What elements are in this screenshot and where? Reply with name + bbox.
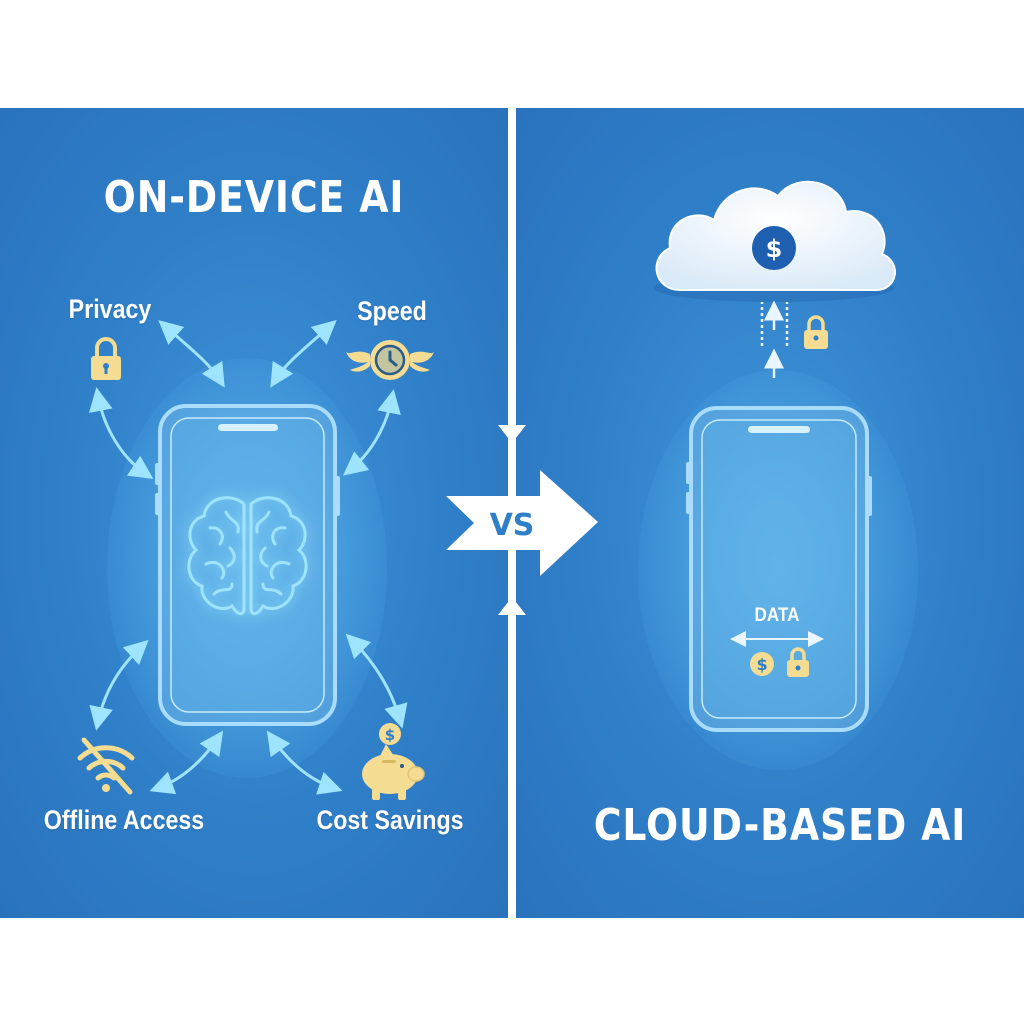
arrow-privacy-phone (158, 320, 225, 388)
arrow-cost-side (345, 633, 408, 729)
arrow-speed-phone (270, 320, 337, 388)
svg-text:$: $ (766, 235, 783, 263)
data-label: DATA (754, 605, 800, 626)
svg-text:$: $ (385, 726, 395, 744)
on-device-graphics: $ (77, 320, 434, 800)
svg-text:$: $ (756, 655, 767, 674)
privacy-label: Privacy (68, 294, 152, 324)
divider-arrow-down (498, 425, 526, 443)
winged-clock-icon (346, 340, 434, 380)
arrow-offline-side (89, 639, 149, 731)
piggy-bank-icon: $ (362, 723, 425, 800)
wifi-off-icon (77, 737, 135, 795)
vs-arrow (446, 470, 598, 576)
lock-icon (91, 337, 121, 380)
arrow-offline-phone (149, 730, 224, 795)
phone-illustration (155, 404, 340, 726)
phone-glow (107, 358, 387, 778)
brain-icon (187, 496, 308, 616)
arrow-speed-side (342, 389, 401, 476)
on-device-panel: ON-DEVICE AI Privacy Speed Offline Acces… (0, 108, 508, 918)
lock-icon (804, 315, 828, 349)
divider-arrow-up (498, 597, 526, 615)
cloud-based-title: CLOUD-BASED AI (593, 800, 967, 851)
dollar-coin-icon: $ (750, 652, 774, 676)
arrow-privacy-side (88, 387, 154, 479)
speed-label: Speed (357, 296, 427, 326)
cloud-icon: $ (654, 180, 896, 302)
on-device-title: ON-DEVICE AI (103, 172, 405, 223)
lock-icon (787, 647, 809, 677)
cost-savings-label: Cost Savings (316, 805, 464, 835)
cloud-graphics: $ $ (638, 180, 918, 770)
offline-access-label: Offline Access (43, 805, 205, 835)
arrow-cost-phone (266, 730, 343, 795)
phone-glow (638, 370, 918, 770)
divider-arrows (498, 425, 526, 615)
cloud-based-panel: $ $ (516, 108, 1024, 918)
feature-arrows (88, 320, 408, 795)
vs-label: VS (490, 508, 535, 543)
